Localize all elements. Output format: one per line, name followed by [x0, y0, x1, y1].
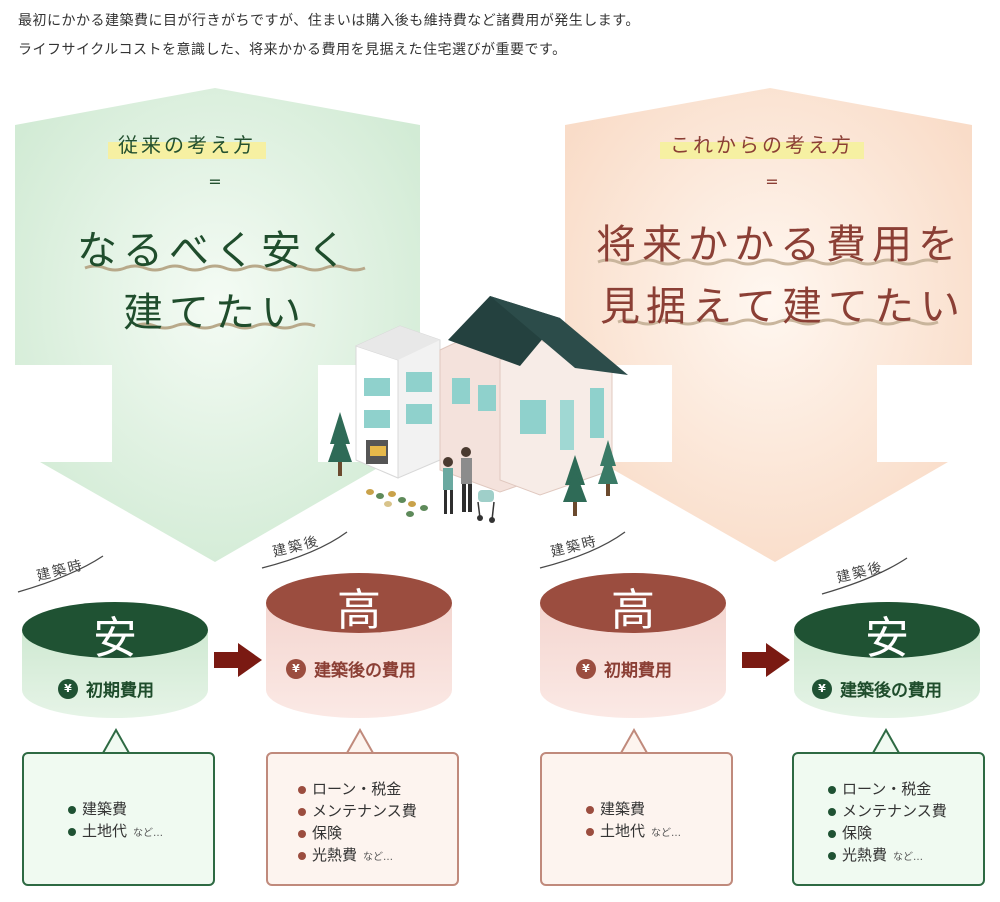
- detail-list-1: 建築費 土地代など…: [68, 798, 163, 845]
- intro-line-2: ライフサイクルコストを意識した、将来かかる費用を見据えた住宅選びが重要です。: [18, 42, 567, 58]
- right-label: これからの考え方: [660, 128, 864, 159]
- list-item: 建築費: [68, 798, 163, 820]
- detail-list-2: ローン・税金 メンテナンス費 保険 光熱費など…: [298, 778, 417, 869]
- tree-icon: [598, 440, 618, 496]
- left-label: 従来の考え方: [108, 128, 266, 159]
- box-tail-3: [620, 727, 648, 754]
- list-item: 土地代など…: [586, 820, 681, 845]
- cost-label-text-2: 建築後の費用: [314, 661, 416, 681]
- detail-list-3: 建築費 土地代など…: [586, 798, 681, 845]
- box-tail-1: [102, 727, 130, 754]
- cost-label-3: ¥ 初期費用: [576, 656, 672, 681]
- stage-arc-2: [261, 531, 348, 569]
- yen-icon: ¥: [286, 658, 306, 679]
- detail-box-3: 建築費 土地代など…: [540, 752, 733, 886]
- left-eq: =: [208, 172, 222, 191]
- list-item: 保険: [828, 822, 947, 844]
- list-item: 保険: [298, 822, 417, 844]
- cost-label-1: ¥ 初期費用: [58, 676, 154, 701]
- cylinder-2: [266, 573, 452, 718]
- box-tail-2: [346, 727, 374, 754]
- cylinder-4: [794, 602, 980, 718]
- cylinder-char-2: 高: [337, 585, 381, 636]
- tree-icon: [328, 412, 352, 476]
- list-item: 土地代など…: [68, 820, 163, 845]
- cost-label-text-3: 初期費用: [604, 661, 672, 681]
- cylinder-char-3: 高: [611, 585, 655, 636]
- house-illustration-icon: [328, 296, 628, 523]
- list-item: メンテナンス費: [828, 800, 947, 822]
- flowerbed: [366, 489, 428, 517]
- detail-list-4: ローン・税金 メンテナンス費 保険 光熱費など…: [828, 778, 947, 869]
- list-item: 建築費: [586, 798, 681, 820]
- yen-icon: ¥: [576, 658, 596, 679]
- cylinder-3: [540, 573, 726, 718]
- cost-label-2: ¥ 建築後の費用: [286, 656, 416, 681]
- right-arrow-icon: [214, 643, 262, 677]
- yen-icon: ¥: [58, 678, 78, 699]
- yen-icon: ¥: [812, 678, 832, 699]
- cylinder-char-4: 安: [865, 613, 909, 664]
- cylinder-char-1: 安: [93, 613, 137, 664]
- stage-arc-3: [539, 531, 626, 569]
- family-icon: [443, 447, 495, 523]
- underline-left-2: [134, 322, 316, 330]
- detail-box-2: ローン・税金 メンテナンス費 保険 光熱費など…: [266, 752, 459, 886]
- list-item: メンテナンス費: [298, 800, 417, 822]
- tree-icon: [563, 455, 587, 516]
- underline-left-1: [84, 264, 366, 272]
- cost-label-4: ¥ 建築後の費用: [812, 676, 942, 701]
- list-item: ローン・税金: [828, 778, 947, 800]
- list-item: 光熱費など…: [298, 844, 417, 869]
- right-line-1: 将来かかる費用を: [596, 222, 964, 268]
- right-arrow-icon: [742, 643, 790, 677]
- underline-right-1: [597, 258, 939, 266]
- stage-arc-4: [821, 557, 908, 595]
- cost-label-text-4: 建築後の費用: [840, 681, 942, 701]
- stage-arc-1: [17, 555, 104, 593]
- detail-box-1: 建築費 土地代など…: [22, 752, 215, 886]
- cost-label-text-1: 初期費用: [86, 681, 154, 701]
- underline-right-2: [617, 318, 939, 326]
- intro-line-1: 最初にかかる建築費に目が行きがちですが、住まいは購入後も維持費など諸費用が発生し…: [18, 13, 640, 29]
- right-line-2: 見据えて建てたい: [600, 284, 966, 330]
- list-item: ローン・税金: [298, 778, 417, 800]
- right-eq: =: [765, 172, 779, 191]
- list-item: 光熱費など…: [828, 844, 947, 869]
- box-tail-4: [872, 727, 900, 754]
- detail-box-4: ローン・税金 メンテナンス費 保険 光熱費など…: [792, 752, 985, 886]
- left-line-1: なるべく安く: [77, 228, 353, 274]
- left-line-2: 建てたい: [123, 290, 307, 336]
